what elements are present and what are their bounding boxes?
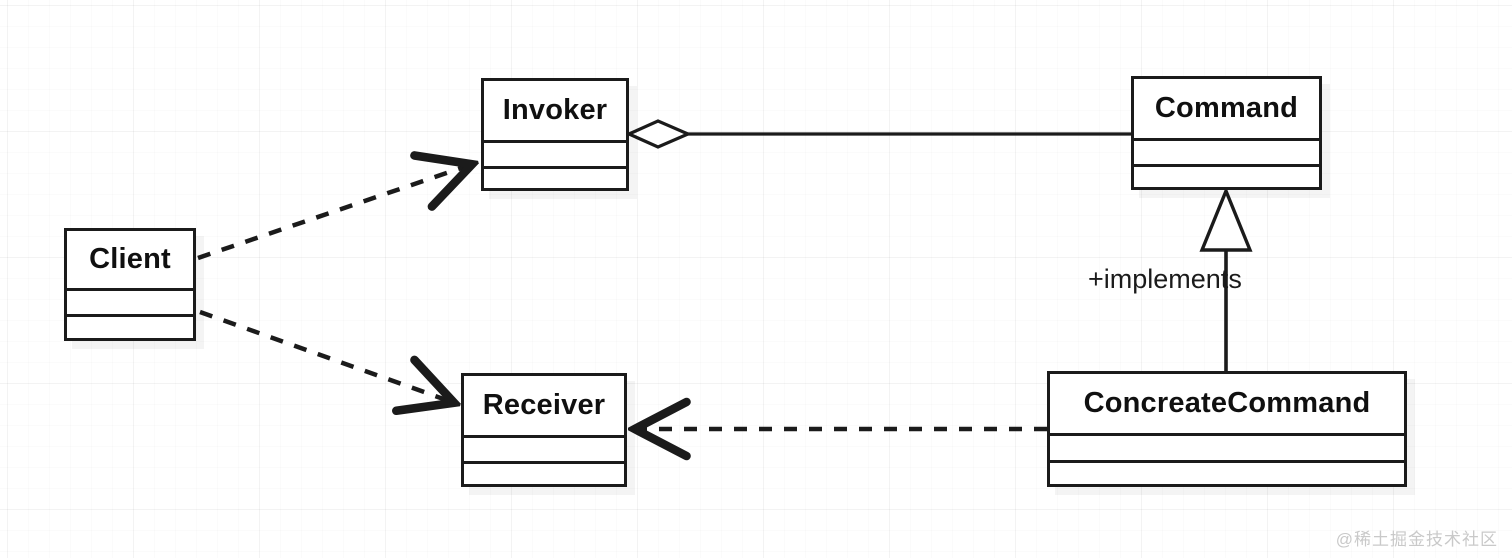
watermark: @稀土掘金技术社区 bbox=[1335, 530, 1498, 549]
class-box-invoker[interactable]: Invoker bbox=[481, 78, 629, 191]
edge-concreatecommand-implements-command[interactable] bbox=[1199, 186, 1253, 371]
class-attributes-client bbox=[67, 291, 193, 317]
class-name-invoker: Invoker bbox=[484, 81, 626, 143]
class-attributes-command bbox=[1134, 141, 1319, 167]
class-box-concreate-command[interactable]: ConcreateCommand bbox=[1047, 371, 1407, 487]
class-name-receiver: Receiver bbox=[464, 376, 624, 438]
edge-invoker-aggregates-command[interactable] bbox=[625, 119, 1131, 149]
class-box-command[interactable]: Command bbox=[1131, 76, 1322, 190]
class-name-concreate-command: ConcreateCommand bbox=[1050, 374, 1404, 436]
class-name-command: Command bbox=[1134, 79, 1319, 141]
edge-client-to-receiver[interactable] bbox=[199, 309, 452, 402]
class-box-client[interactable]: Client bbox=[64, 228, 196, 341]
class-attributes-invoker bbox=[484, 143, 626, 169]
class-attributes-receiver bbox=[464, 438, 624, 464]
edge-client-to-invoker[interactable] bbox=[197, 165, 470, 261]
class-methods-command bbox=[1134, 167, 1319, 187]
class-attributes-concreate-command bbox=[1050, 436, 1404, 463]
class-box-receiver[interactable]: Receiver bbox=[461, 373, 627, 487]
class-name-client: Client bbox=[67, 231, 193, 291]
class-methods-client bbox=[67, 317, 193, 338]
class-methods-receiver bbox=[464, 464, 624, 484]
edge-label-implements: +implements bbox=[1088, 264, 1242, 294]
class-methods-invoker bbox=[484, 169, 626, 188]
class-methods-concreate-command bbox=[1050, 463, 1404, 484]
